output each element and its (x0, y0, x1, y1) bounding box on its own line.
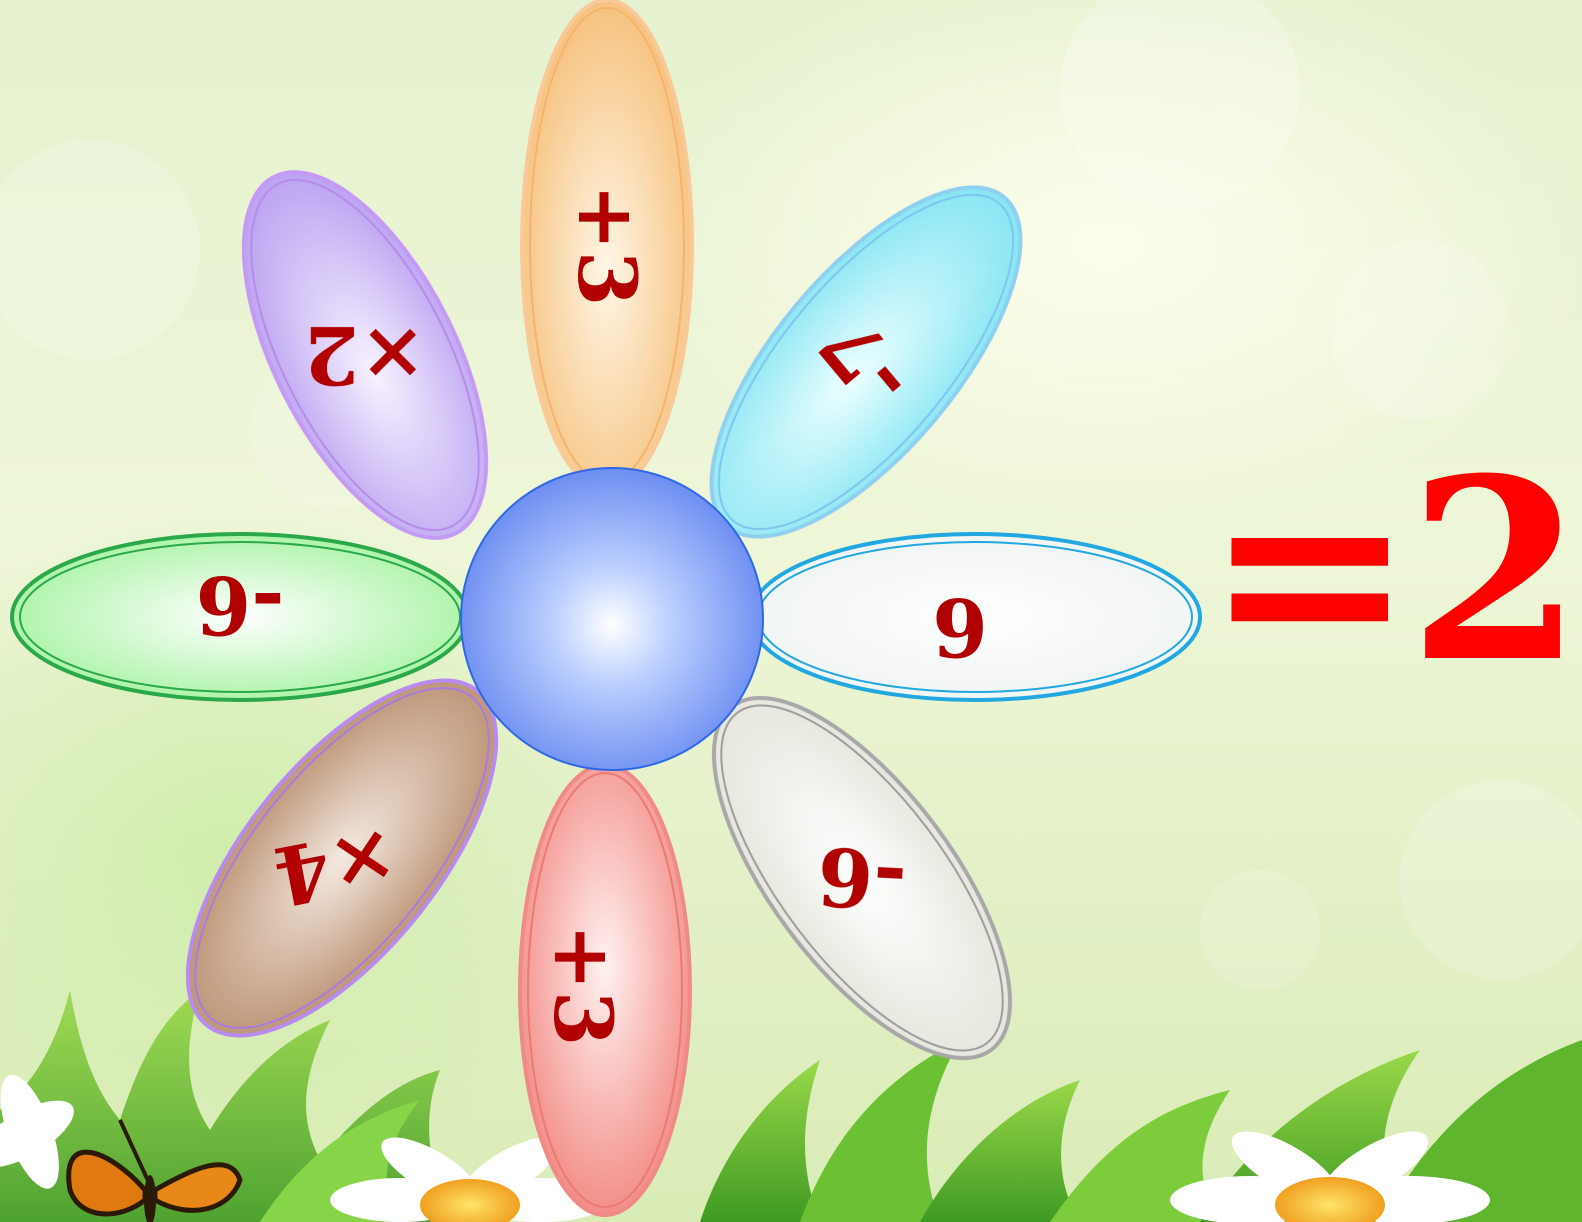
daisy-far-left (0, 1074, 74, 1189)
petal-top-right[interactable]: -7 (659, 139, 1073, 584)
petal-bottom-label: +3 (536, 924, 630, 1047)
petal-right[interactable]: 6 (748, 532, 1202, 702)
petal-bottom-right-label: -6 (815, 829, 909, 928)
petal-bottom-left[interactable]: ×4 (133, 631, 551, 1085)
petal-bottom-left-label: ×4 (267, 808, 405, 924)
butterfly-image (66, 1119, 243, 1222)
petal-left[interactable]: -6 (10, 532, 470, 702)
petal-top-left[interactable]: ×2 (194, 136, 536, 574)
result-text: =2 (1205, 423, 1582, 717)
petal-left-label: -6 (196, 558, 285, 652)
petal-top-left-label: ×2 (304, 308, 427, 402)
petal-top-label: +3 (560, 184, 654, 307)
petal-right-label: 6 (932, 580, 988, 674)
daisy-left (330, 1137, 610, 1222)
petal-bottom-right[interactable]: -6 (661, 652, 1064, 1104)
daisy-right (1170, 1131, 1490, 1222)
flower-center[interactable] (460, 467, 764, 771)
flower: +3 ×2 -7 -6 6 ×4 (10, 0, 1202, 1217)
petal-top[interactable]: +3 (520, 0, 694, 492)
petal-bottom[interactable]: +3 (518, 763, 692, 1217)
